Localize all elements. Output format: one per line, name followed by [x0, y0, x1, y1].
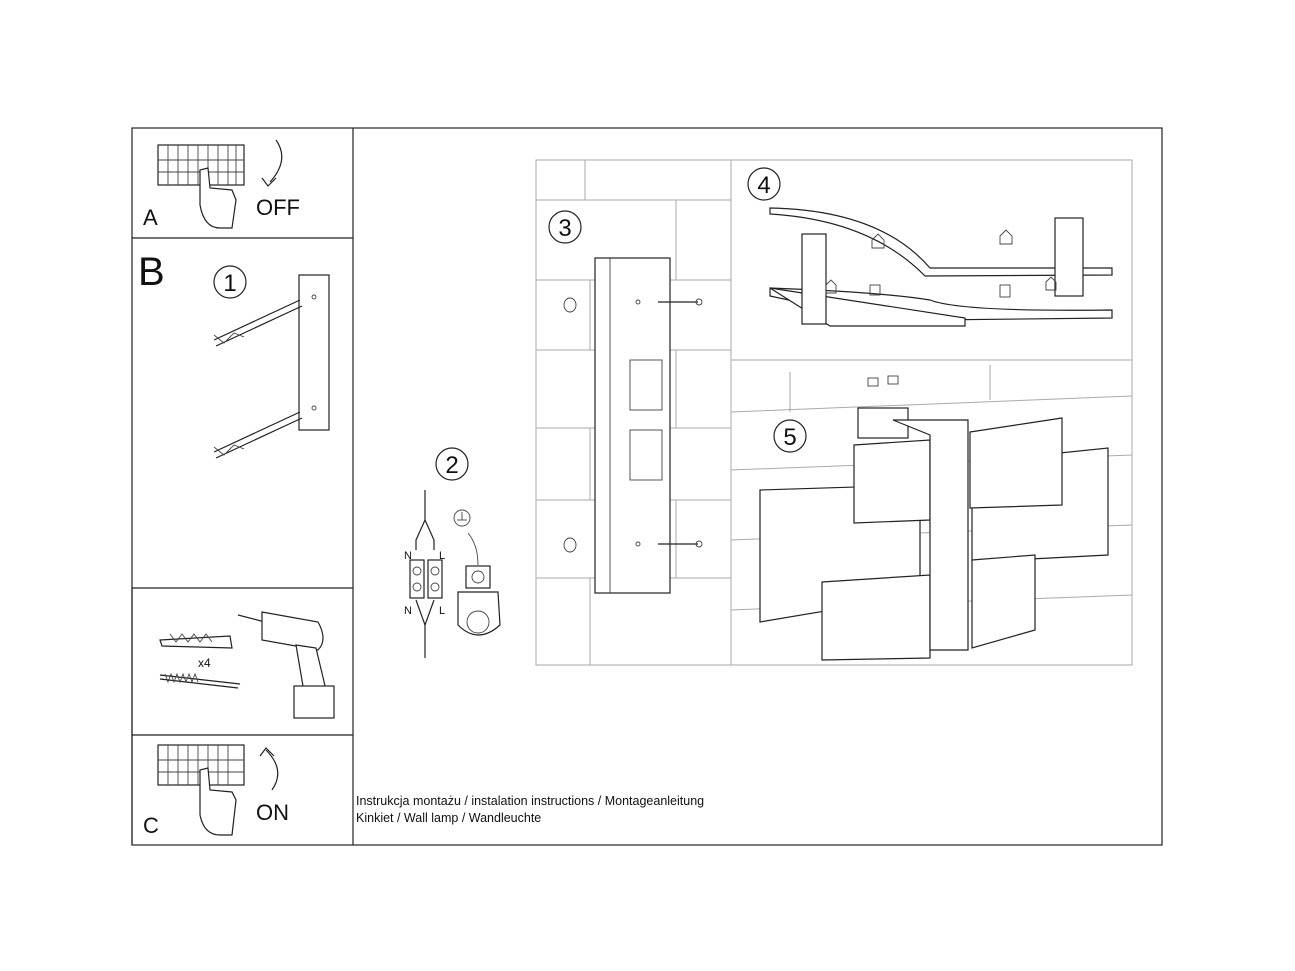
panel-c-letter: C	[143, 813, 159, 838]
step-5-panel: 5	[730, 359, 1133, 666]
wall-hole	[563, 537, 577, 553]
lamp-shade	[821, 574, 931, 661]
outer-frame	[131, 127, 1163, 846]
step-4-panel: 4	[730, 159, 1133, 361]
screw-icon	[159, 672, 241, 689]
breaker-box-icon	[157, 744, 245, 786]
center-strip	[892, 419, 969, 651]
step-5-number: 5	[783, 424, 796, 451]
step-3-number: 3	[558, 215, 571, 242]
bracket-plate	[801, 233, 827, 325]
screw-anchor-icon	[213, 299, 303, 347]
step-2-wiring: 2 N L N L	[404, 447, 501, 658]
drill-icon	[237, 611, 335, 719]
live-label: L	[439, 550, 445, 562]
panel-a-action: OFF	[256, 195, 300, 220]
live-label: L	[439, 605, 445, 617]
screw-anchor-icon	[213, 411, 303, 459]
step-1-circle	[213, 265, 247, 299]
step-4-number: 4	[757, 172, 770, 199]
panel-c-action: ON	[256, 800, 289, 825]
breaker-box-icon	[157, 144, 245, 186]
footer-subtitle: Kinkiet / Wall lamp / Wandleuchte	[356, 811, 541, 825]
lamp-shade	[969, 417, 1063, 509]
wall-plug-icon	[159, 633, 233, 649]
arrow-up-icon	[265, 749, 279, 791]
lamp-shade-top	[769, 207, 1113, 277]
step-2-circle	[435, 447, 469, 481]
bracket-plate	[1054, 217, 1084, 297]
step-1-number: 1	[223, 270, 236, 297]
mounting-bracket	[594, 257, 671, 594]
step-3-circle	[548, 210, 582, 244]
arrow-down-icon	[269, 139, 283, 183]
terminal-block	[409, 559, 425, 599]
panel-b: B 1	[138, 250, 330, 459]
footer-title: Instrukcja montażu / instalation instruc…	[356, 794, 704, 808]
wall-hole	[563, 297, 577, 313]
panel-a-letter: A	[143, 205, 158, 230]
panel-c: C ON	[143, 744, 289, 838]
hand-icon	[199, 767, 237, 836]
panel-b-letter: B	[138, 250, 165, 294]
lamp-shade	[853, 439, 931, 524]
step-2-number: 2	[445, 452, 458, 479]
screw-icon	[825, 229, 1057, 298]
panel-a: A OFF	[143, 139, 300, 230]
ground-terminal-icon	[457, 565, 501, 636]
ground-symbol-icon	[453, 509, 471, 527]
neutral-label: N	[404, 605, 412, 617]
mounting-bracket	[298, 274, 330, 431]
lamp-shade	[971, 554, 1036, 649]
step-3-panel: 3	[535, 159, 732, 666]
hand-icon	[199, 167, 237, 229]
quantity-label: x4	[198, 656, 211, 670]
neutral-label: N	[404, 550, 412, 562]
tools-panel: x4	[159, 611, 335, 719]
screw-icon	[867, 375, 899, 387]
